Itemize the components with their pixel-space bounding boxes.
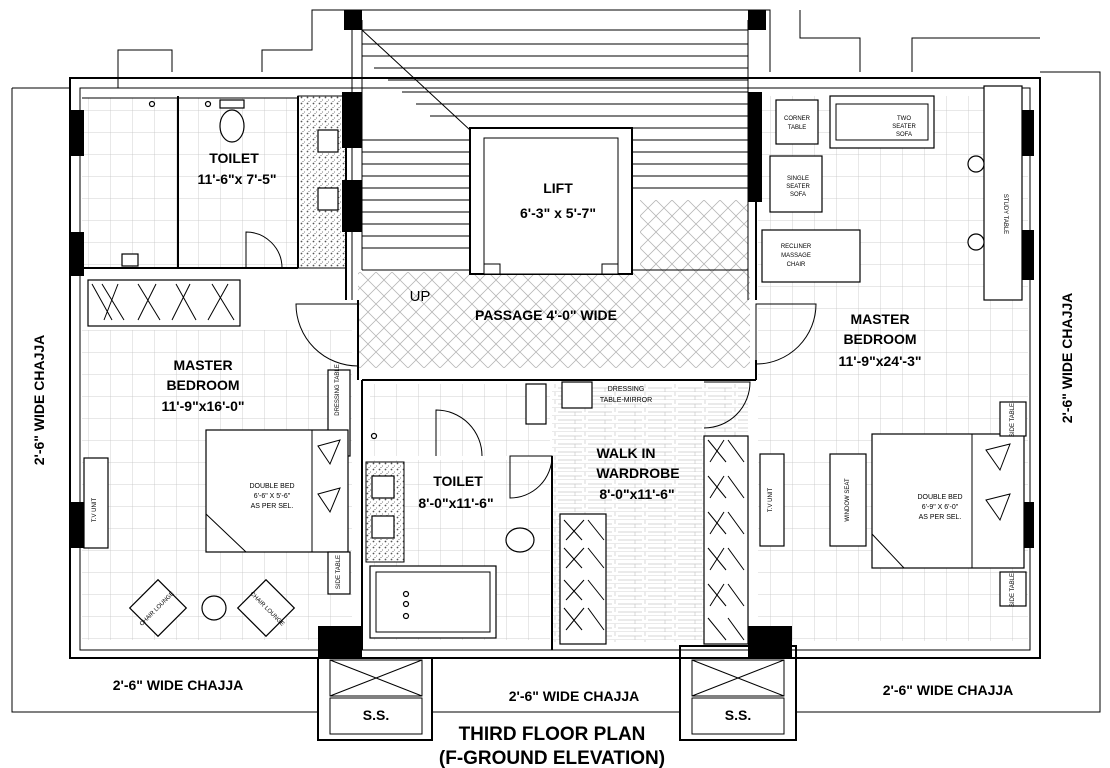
side-table-right-top-label: SIDE TABLE: [1010, 403, 1016, 437]
corner-table-line2: TABLE: [788, 125, 807, 131]
shaft-right-label: S.S.: [725, 707, 751, 723]
right-bedroom-furniture: [759, 85, 1027, 607]
master-right-name-2: BEDROOM: [843, 331, 916, 347]
toilet-mid-size: 8'-0"x11'-6": [418, 495, 493, 511]
lift-door-jamb: [601, 263, 619, 275]
lift-name: LIFT: [543, 180, 573, 196]
wardrobe-name-1: WALK IN: [596, 445, 655, 461]
tv-unit-left: [83, 457, 109, 549]
bed-left: [205, 429, 349, 553]
toilet-mid-name: TOILET: [433, 473, 483, 489]
single-seater-line1: SINGLE: [787, 176, 809, 182]
two-seater-line1: TWO: [897, 116, 911, 122]
recliner-line3: CHAIR: [787, 262, 806, 268]
toilet-fixtures-top: [121, 99, 245, 267]
bed-left-line3: AS PER SEL.: [251, 503, 294, 510]
toilet-mid-floor-top: [370, 384, 550, 456]
drawing-title: THIRD FLOOR PLAN: [459, 724, 646, 745]
two-seater-line2: SEATER: [892, 124, 916, 130]
chajja-bottom-left-label: 2'-6" WIDE CHAJJA: [113, 677, 244, 693]
master-left-name-1: MASTER: [173, 357, 232, 373]
side-table-left-label: SIDE TABLE: [336, 555, 342, 589]
bed-left-line1: DOUBLE BED: [249, 483, 294, 490]
doors: [245, 231, 817, 499]
tv-unit-left-label: T.V UNIT: [92, 498, 98, 523]
chajja-bottom-right-label: 2'-6" WIDE CHAJJA: [883, 682, 1014, 698]
master-left-size: 11'-9"x16'-0": [162, 398, 245, 414]
tv-unit-right-label: T.V UNIT: [768, 488, 774, 513]
bed-right-line3: AS PER SEL.: [919, 514, 962, 521]
chajja-bottom-mid-label: 2'-6" WIDE CHAJJA: [509, 688, 640, 704]
recliner-line2: MASSAGE: [781, 253, 811, 259]
wash-basin: [317, 187, 339, 211]
chajja-left-label: 2'-6" WIDE CHAJJA: [31, 335, 47, 466]
wardrobe-left: [87, 279, 241, 327]
lift-car: [483, 137, 619, 275]
bed-right-line1: DOUBLE BED: [917, 494, 962, 501]
side-table-left: [327, 551, 351, 595]
bed-right-line2: 6'-9" X 6'-0": [922, 504, 959, 511]
wardrobe-name-2: WARDROBE: [596, 465, 679, 481]
wash-basin: [371, 475, 395, 499]
wardrobe-cabinets: [559, 381, 749, 645]
drawing-subtitle-cut: (F-GROUND ELEVATION): [439, 748, 665, 768]
stair-up-label: UP: [410, 288, 431, 305]
toilet-top-name: TOILET: [209, 150, 259, 166]
master-right-name-1: MASTER: [850, 311, 909, 327]
wash-basin: [317, 129, 339, 153]
chajja-right-label: 2'-6" WIDE CHAJJA: [1059, 293, 1075, 424]
roof-outline: [117, 9, 1040, 88]
chair-lounge-left: [128, 578, 296, 638]
lift-size: 6'-3" x 5'-7": [520, 205, 596, 221]
dressing-mirror-line2: TABLE-MIRROR: [600, 397, 652, 404]
shaft-right: [679, 645, 797, 741]
recliner-line1: RECLINER: [781, 244, 812, 250]
lobby-floor: [640, 200, 748, 272]
lift-door-jamb: [483, 263, 501, 275]
vanity-counter: [297, 95, 347, 269]
toilet-top-size: 11'-6"x 7'-5": [197, 171, 276, 187]
inner-wall: [79, 87, 1031, 651]
toilet-mid-fixtures: [369, 383, 547, 639]
two-seater-line3: SOFA: [896, 132, 912, 138]
chajja-outline: [11, 71, 1101, 713]
master-right-size: 11'-9"x24'-3": [839, 353, 922, 369]
passage-label: PASSAGE 4'-0" WIDE: [475, 307, 617, 323]
bed-left-line2: 6'-6" X 5'-6": [254, 493, 291, 500]
study-table-label: STUDY TABLE: [1002, 194, 1008, 234]
window-seat-label: WINDOW SEAT: [845, 478, 851, 522]
master-left-name-2: BEDROOM: [166, 377, 239, 393]
outer-wall: [69, 77, 1041, 659]
wardrobe-size: 8'-0"x11'-6": [599, 486, 674, 502]
shaft-left: [317, 657, 433, 741]
dressing-mirror-line1: DRESSING: [608, 386, 645, 393]
shaft-left-label: S.S.: [363, 707, 389, 723]
single-seater-line3: SOFA: [790, 192, 806, 198]
toilet-shower-floor: [82, 98, 177, 268]
corner-table-line1: CORNER: [784, 116, 811, 122]
side-table-right-bottom-label: SIDE TABLE: [1010, 573, 1016, 607]
single-seater-line2: SEATER: [786, 184, 810, 190]
columns: [70, 10, 1034, 658]
wash-basin: [371, 515, 395, 539]
passage-floor: [358, 272, 750, 368]
dressing-table-label: DRESSING TABLE: [335, 364, 341, 415]
